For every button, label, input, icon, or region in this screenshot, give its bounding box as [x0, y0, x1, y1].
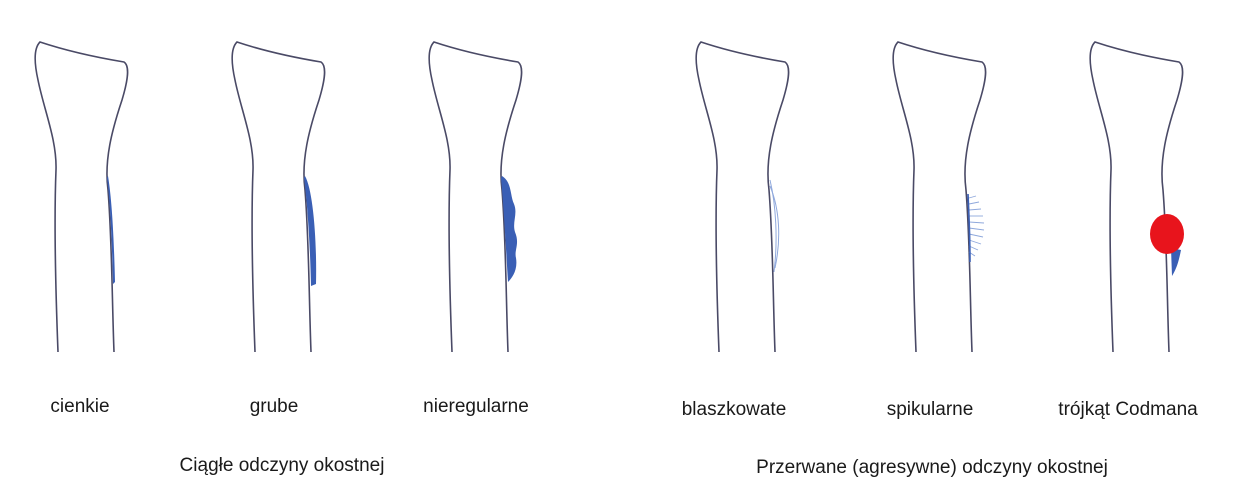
bone-panel-irregular — [429, 42, 521, 352]
tumor-mass — [1150, 214, 1184, 254]
bone-outline — [696, 42, 788, 352]
label-spikularne: spikularne — [887, 399, 974, 421]
bone-panel-thick — [232, 42, 324, 352]
bone-panel-lamellated — [696, 42, 788, 352]
bone-panel-thin — [35, 42, 127, 352]
label-trojkat-codmana: trójkąt Codmana — [1058, 399, 1197, 421]
group-label-continuous: Ciągłe odczyny okostnej — [180, 455, 385, 477]
group-label-interrupted: Przerwane (agresywne) odczyny okostnej — [756, 457, 1108, 479]
bone-panel-spiculated — [893, 42, 985, 352]
bone-outline — [35, 42, 127, 352]
thick-periosteal-reaction — [304, 176, 316, 286]
spicules — [969, 196, 984, 256]
label-blaszkowate: blaszkowate — [682, 399, 787, 421]
label-grube: grube — [250, 396, 299, 418]
label-cienkie: cienkie — [50, 396, 109, 418]
label-nieregularne: nieregularne — [423, 396, 529, 418]
bone-panel-codman — [1090, 42, 1184, 352]
bone-outline — [1090, 42, 1182, 352]
irregular-periosteal-reaction — [501, 176, 517, 282]
